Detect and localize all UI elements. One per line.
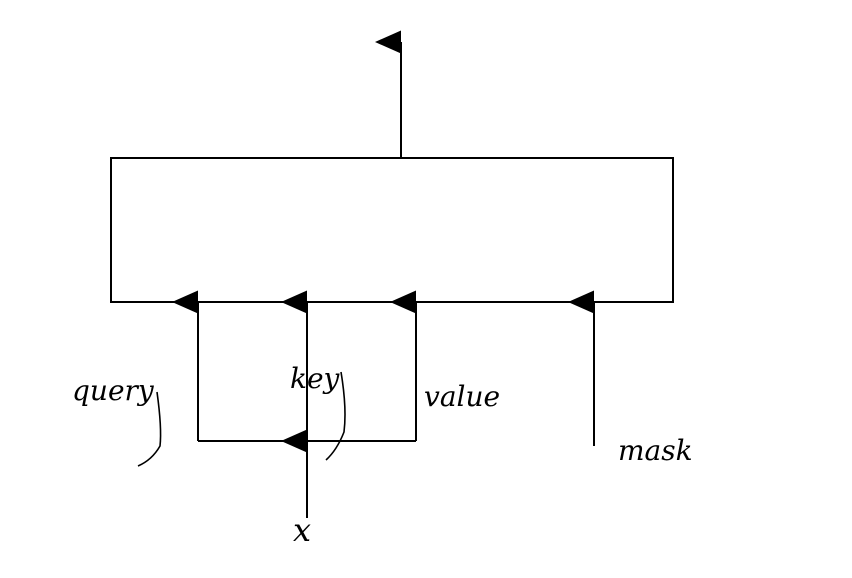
input-x-label: x [293, 511, 311, 549]
attention-block-box [110, 157, 674, 303]
mask-label: mask [618, 434, 693, 467]
query-label: query [72, 374, 155, 407]
value-label: value [424, 380, 500, 413]
key-label: key [290, 362, 341, 395]
key-label-tail [325, 371, 346, 461]
query-label-tail [137, 391, 162, 467]
